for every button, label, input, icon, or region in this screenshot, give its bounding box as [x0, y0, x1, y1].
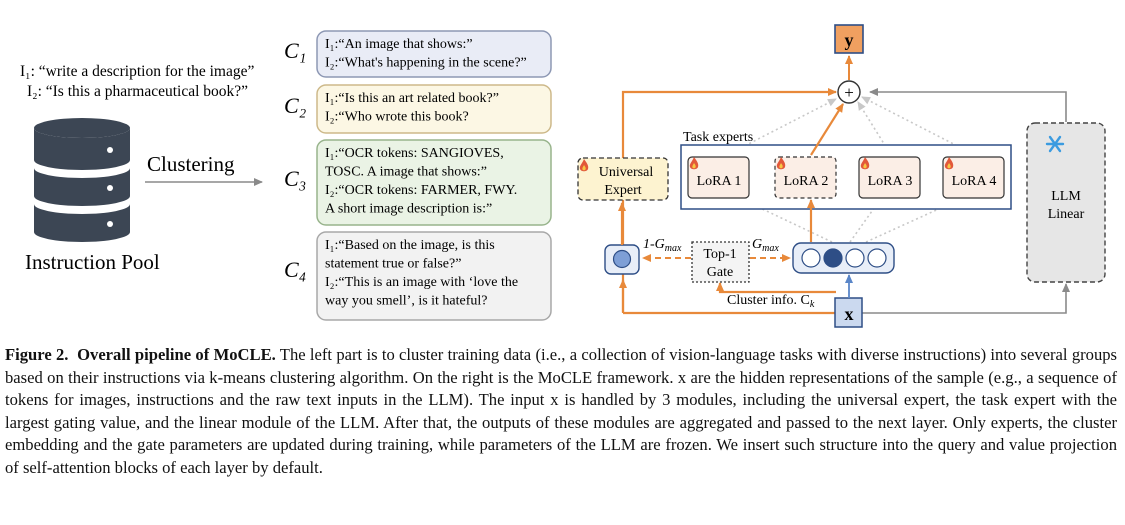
universal-expert-label-1: Universal: [599, 165, 654, 180]
cluster-instruction-line: I₂:“This is an image with ‘love the: [325, 275, 518, 290]
cluster-label: C₄: [284, 257, 306, 282]
pipeline-figure: I₁: “write a description for the image” …: [20, 24, 1106, 328]
cluster-embedding-1: [801, 248, 821, 268]
gate-label-2: Gate: [707, 265, 733, 280]
output-label: y: [845, 30, 854, 50]
gate-label-1: Top-1: [703, 247, 736, 262]
cluster-instruction-line: I₁:“Based on the image, is this: [325, 238, 495, 253]
cluster-label: C₃: [284, 166, 306, 191]
one-minus-gmax-label: 1-Gmax: [643, 237, 682, 254]
gmax-label: Gmax: [752, 237, 779, 254]
cluster-instruction-line: I₂:“What's happening in the scene?”: [325, 56, 527, 71]
database-icon: [34, 118, 130, 242]
expert-4: LoRA 4: [942, 156, 1005, 199]
caption-title: Overall pipeline of MoCLE.: [77, 345, 276, 364]
cluster-instruction-line: I₂:“Who wrote this book?: [325, 110, 469, 125]
selected-expert-arrow: [810, 103, 844, 156]
lora-box: [942, 156, 1005, 199]
lora-label: LoRA 2: [784, 174, 829, 189]
lora-label: LoRA 3: [868, 174, 913, 189]
cluster-embedding-2: [823, 248, 843, 268]
lora-label: LoRA 1: [697, 174, 742, 189]
snowflake-icon: [1045, 135, 1065, 153]
example-instruction-2: I₂: “Is this a pharmaceutical book?”: [27, 83, 248, 100]
universal-expert-box: [577, 157, 669, 201]
lora-box: [858, 156, 921, 199]
output-box: [834, 24, 864, 54]
figure-canvas: I₁: “write a description for the image” …: [20, 24, 1106, 328]
llm-label: LLM: [1051, 189, 1081, 204]
cluster-instruction-line: I₁:“An image that shows:”: [325, 37, 473, 52]
cluster-label: C₂: [284, 93, 307, 118]
cluster-box: [316, 139, 552, 226]
cluster-box: [316, 30, 552, 78]
expert-2: LoRA 2: [774, 156, 837, 199]
lora-box: [774, 156, 837, 199]
input-to-gate-arrow: [716, 282, 836, 294]
cluster-embedding-3: [845, 248, 865, 268]
cluster-label: C₁: [284, 38, 306, 63]
figure-caption: Figure 2. Overall pipeline of MoCLE. The…: [5, 344, 1117, 479]
llm-linear-box: [1026, 122, 1106, 283]
cluster-instruction-line: I₁:“OCR tokens: SANGIOVES,: [325, 146, 504, 161]
expert-1: LoRA 1: [687, 156, 750, 199]
caption-prefix: Figure 2.: [5, 345, 69, 364]
cluster-2: C₂ I₁:“Is this an art related book?” I₂:“W…: [284, 84, 552, 134]
caption-text: The left part is to cluster training dat…: [5, 345, 1118, 477]
task-experts-label: Task experts: [683, 130, 753, 145]
example-instruction-1: I₁: “write a description for the image”: [20, 63, 254, 80]
expert-3: LoRA 3: [858, 156, 921, 199]
cluster-instruction-line: I₂:“OCR tokens: FARMER, FWY.: [325, 183, 517, 198]
cluster-embedding-box: [792, 242, 895, 274]
cluster-list: C₁ I₁:“An image that shows:” I₂:“What's ha…: [284, 30, 552, 321]
clustering-label: Clustering: [147, 152, 235, 176]
cluster-info-label: Cluster info. Ck: [727, 293, 815, 310]
universal-expert-label-2: Expert: [604, 183, 641, 198]
lora-label: LoRA 4: [952, 174, 997, 189]
input-label: x: [845, 304, 854, 324]
lora-box: [687, 156, 750, 199]
llm-output-arrow: [869, 88, 1067, 122]
cluster-instruction-line: statement true or false?”: [325, 257, 461, 272]
linear-label: Linear: [1048, 207, 1085, 222]
cluster-instruction-line: I₁:“Is this an art related book?”: [325, 91, 499, 106]
expert-list: LoRA 1 LoRA 2 LoRA 3 LoRA 4: [687, 156, 1005, 199]
cluster-instruction-line: way you smell’, is it hateful?: [325, 294, 488, 309]
instruction-pool-label: Instruction Pool: [25, 250, 160, 274]
sum-node: [837, 80, 861, 104]
cluster-1: C₁ I₁:“An image that shows:” I₂:“What's ha…: [284, 30, 552, 78]
cluster-instruction-line: TOSC. A image that shows:”: [325, 165, 487, 180]
cluster-box: [316, 231, 552, 321]
universal-gate-node: [612, 249, 632, 269]
input-box: [834, 297, 863, 328]
cluster-4: C₄ I₁:“Based on the image, is this stateme…: [284, 231, 552, 321]
cluster-box: [316, 84, 552, 134]
sum-symbol: +: [844, 83, 854, 102]
llm-input-arrow: [861, 283, 1070, 314]
cluster-embedding-4: [867, 248, 887, 268]
top1-gate-box: [691, 241, 750, 283]
cluster-3: C₃ I₁:“OCR tokens: SANGIOVES, TOSC. A imag…: [284, 139, 552, 226]
cluster-instruction-line: A short image description is:”: [325, 202, 492, 217]
